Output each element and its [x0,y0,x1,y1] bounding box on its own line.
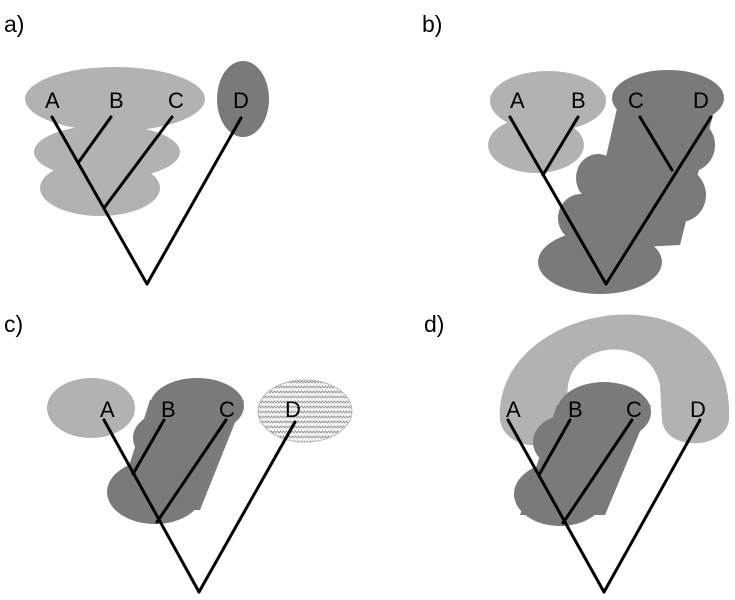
panel-b-taxon-d: D [693,88,709,113]
panel-d-dark-blob [514,382,651,526]
panel-c-taxon-b: B [161,397,176,422]
panel-b-taxon-a: A [510,88,525,113]
panel-c-dark-blob [107,378,244,524]
panel-c-tree [102,418,297,594]
panel-c-label: c) [4,311,23,337]
panel-d-tree [506,418,702,594]
panel-d: d) A B C D [424,311,730,594]
panel-c-taxon-c: C [219,397,235,422]
panel-c-taxon-d: D [285,397,301,422]
panel-b-taxon-c: C [628,88,644,113]
panel-a-taxon-b: B [109,88,124,113]
panel-b-label: b) [422,11,442,37]
panel-d-taxon-d: D [690,397,706,422]
panel-a-tree [50,115,243,286]
panel-d-taxon-c: C [626,397,642,422]
panel-a-taxon-c: C [168,88,184,113]
panel-a-taxon-a: A [45,88,60,113]
panel-a: a) A B C D [4,11,269,286]
panel-b: b) A B C D [422,11,724,294]
panel-c-light-blob [47,378,135,438]
panel-c-hatched-blob [257,379,353,443]
panel-a-label: a) [4,11,24,37]
panel-a-taxon-d: D [233,88,249,113]
panel-d-label: d) [424,311,444,337]
panel-b-taxon-b: B [571,88,586,113]
panel-d-taxon-a: A [506,397,521,422]
panel-c: c) A B C D [4,311,353,594]
panel-b-tree [508,115,713,286]
panel-c-taxon-a: A [100,397,115,422]
panel-d-taxon-b: B [568,397,583,422]
panel-a-dark-blob [217,61,269,137]
